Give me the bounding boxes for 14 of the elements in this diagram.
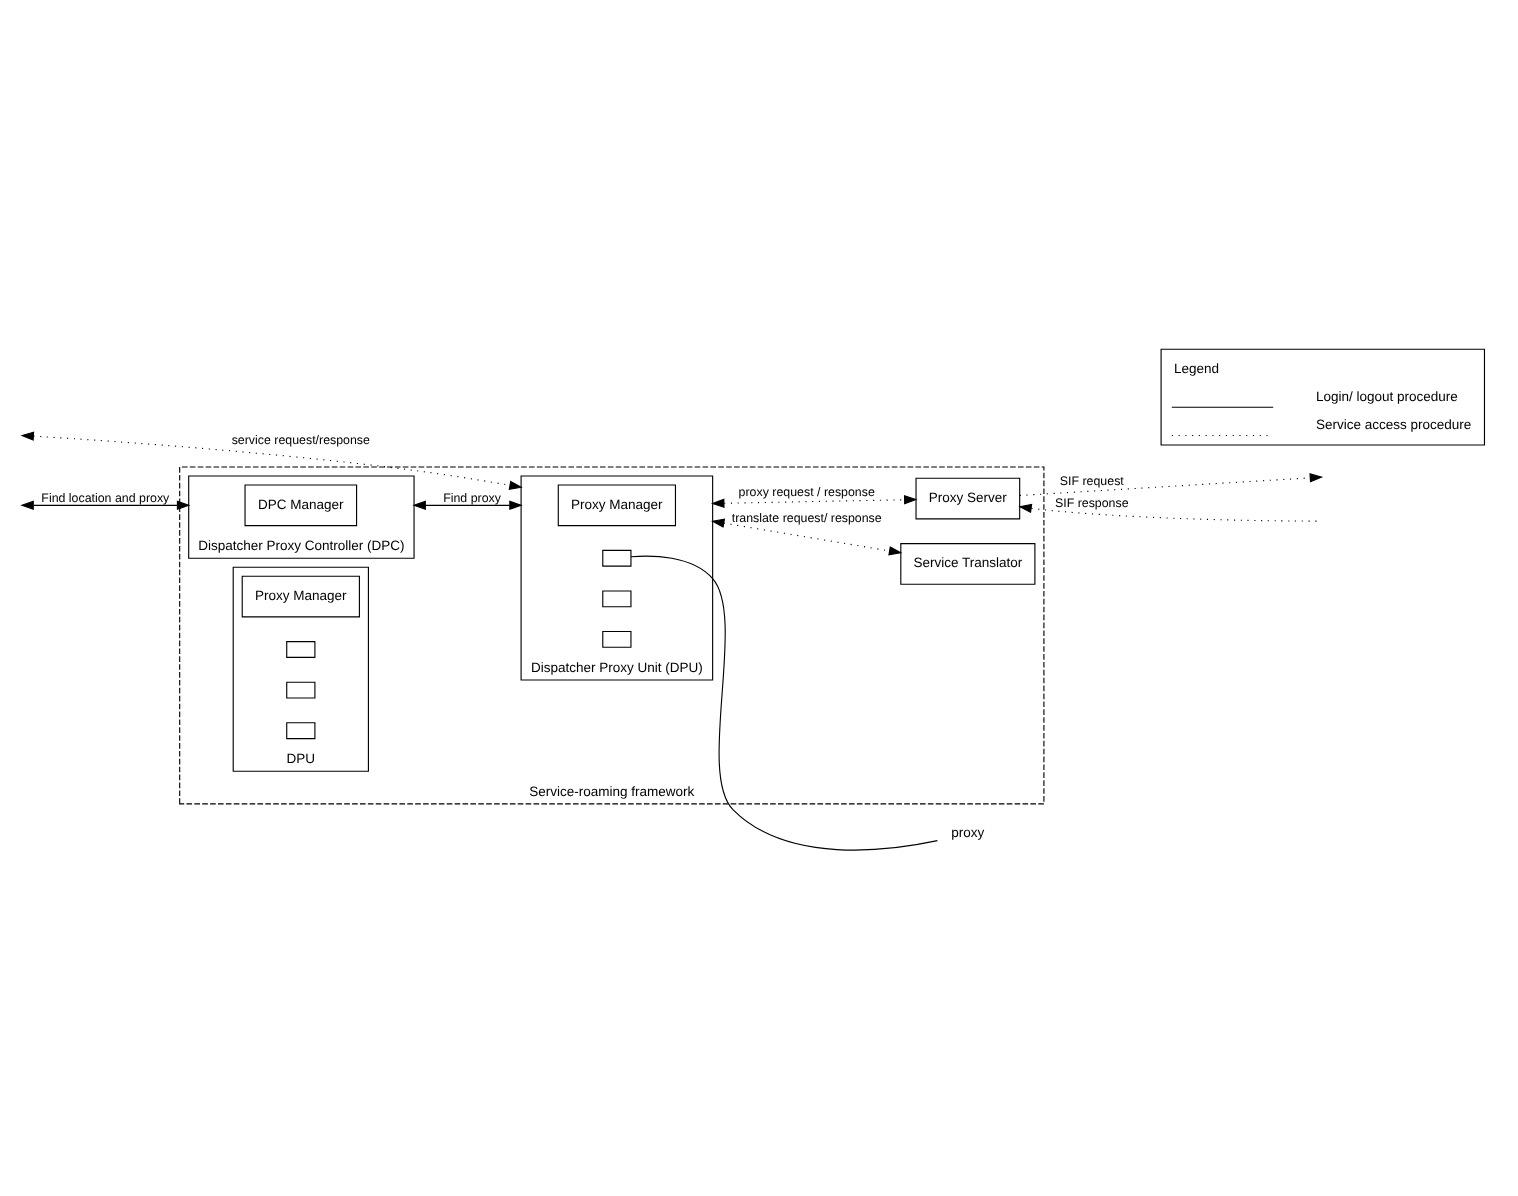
arrow — [20, 431, 523, 490]
arrow — [710, 495, 918, 508]
node-box — [602, 590, 632, 608]
arrow — [20, 500, 191, 511]
node-box — [286, 681, 316, 699]
arrow — [710, 518, 903, 556]
node-box — [286, 641, 316, 658]
node-box — [602, 549, 632, 567]
node-box — [286, 722, 316, 740]
arrow — [1019, 473, 1324, 497]
arrow — [1018, 503, 1323, 522]
arrow — [412, 500, 523, 511]
connector — [630, 555, 938, 851]
node-box — [602, 630, 632, 648]
